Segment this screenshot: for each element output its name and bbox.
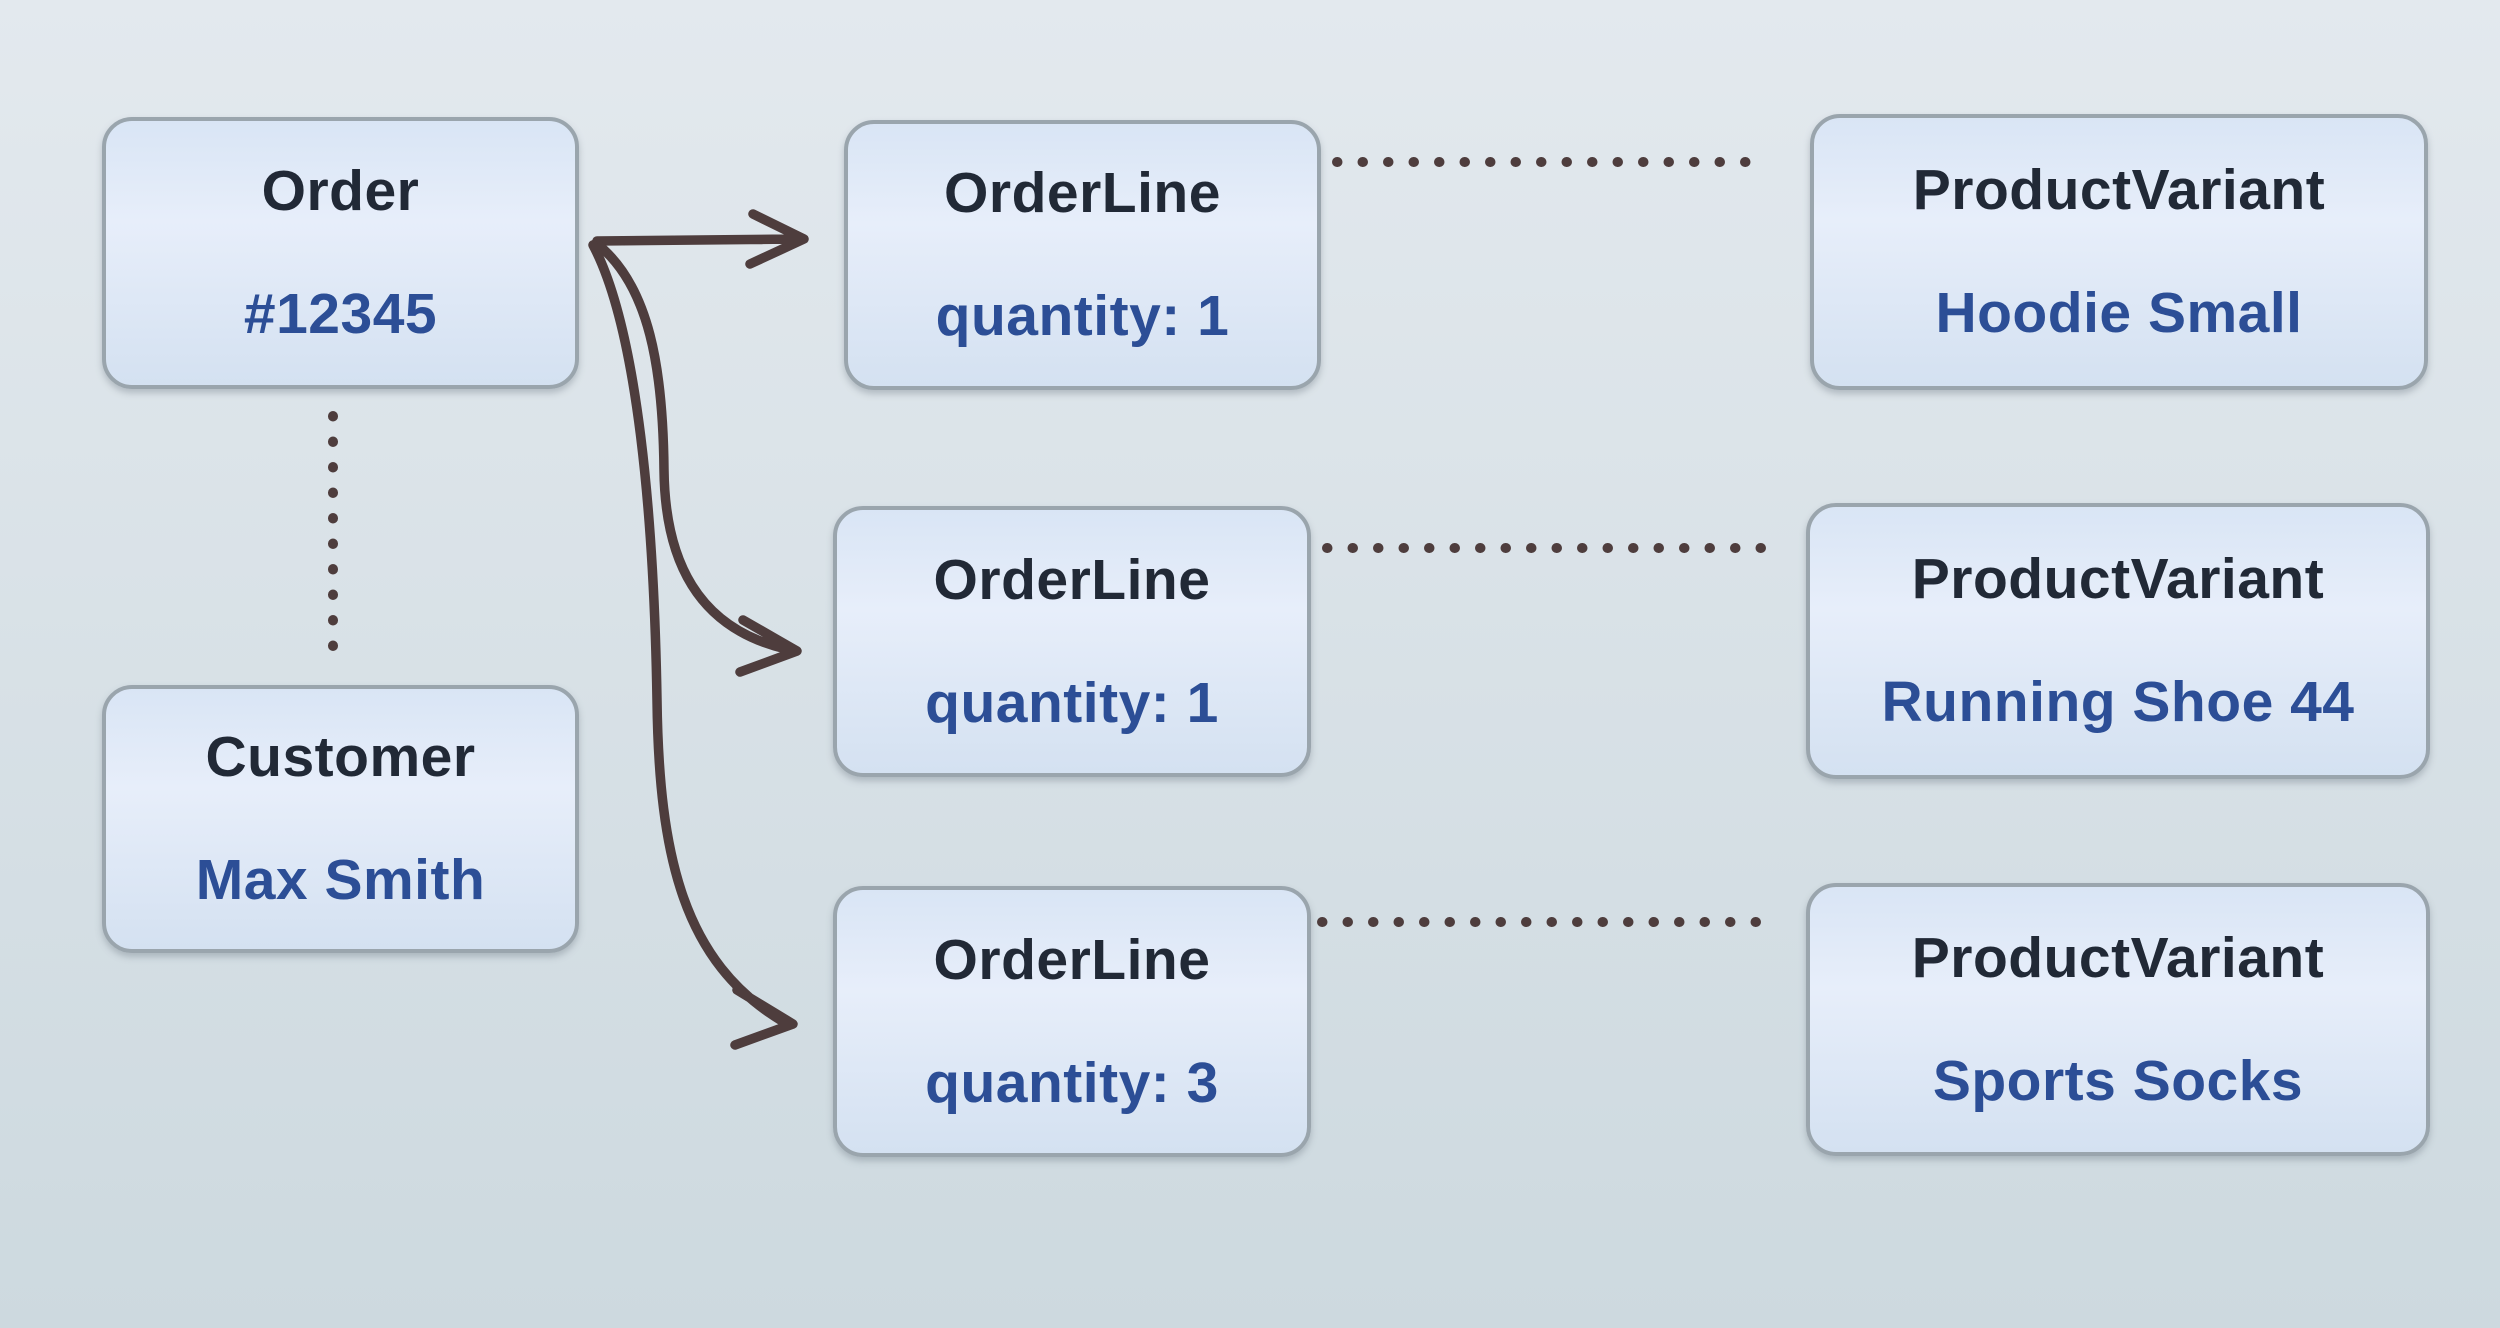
node-orderline-3-title: OrderLine: [933, 927, 1211, 992]
node-order: Order #12345: [102, 117, 579, 389]
node-productvariant-2-title: ProductVariant: [1911, 547, 2325, 611]
node-orderline-3-value: quantity: 3: [925, 1050, 1219, 1115]
node-productvariant-1-value: Hoodie Small: [1935, 281, 2303, 345]
order-to-orderline2-arrow: [591, 238, 802, 677]
node-customer: Customer Max Smith: [102, 685, 579, 953]
order-to-orderline1-arrow: [592, 209, 809, 269]
node-customer-title: Customer: [205, 725, 476, 789]
node-orderline-1-title: OrderLine: [944, 161, 1221, 225]
node-productvariant-2: ProductVariant Running Shoe 44: [1806, 503, 2430, 779]
node-order-value: #12345: [243, 282, 438, 346]
node-productvariant-3-value: Sports Socks: [1932, 1048, 2304, 1113]
node-orderline-2: OrderLine quantity: 1: [833, 506, 1311, 777]
node-productvariant-3-title: ProductVariant: [1911, 925, 2325, 990]
order-to-orderline3-arrow: [588, 240, 798, 1050]
node-orderline-2-title: OrderLine: [933, 547, 1211, 612]
node-orderline-3: OrderLine quantity: 3: [833, 886, 1311, 1157]
node-productvariant-3: ProductVariant Sports Socks: [1806, 883, 2430, 1156]
node-customer-value: Max Smith: [195, 848, 486, 912]
node-orderline-1-value: quantity: 1: [935, 284, 1230, 348]
node-orderline-2-value: quantity: 1: [925, 670, 1219, 735]
node-orderline-1: OrderLine quantity: 1: [844, 120, 1321, 390]
node-productvariant-1: ProductVariant Hoodie Small: [1810, 114, 2428, 390]
node-productvariant-2-value: Running Shoe 44: [1881, 670, 2355, 734]
node-productvariant-1-title: ProductVariant: [1912, 158, 2326, 222]
node-order-title: Order: [261, 159, 420, 223]
